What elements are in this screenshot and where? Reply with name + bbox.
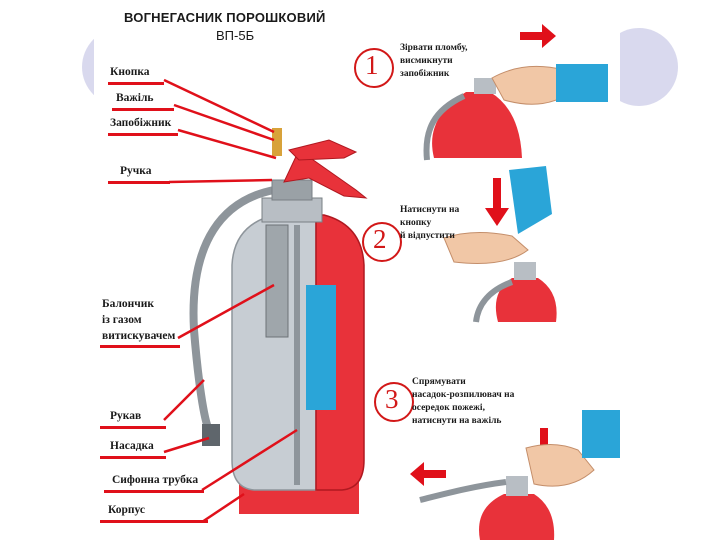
step-2-ring — [362, 222, 402, 262]
neck — [261, 197, 323, 223]
step-1-line: висмикнути — [400, 56, 453, 66]
part-label-lever: Важіль — [116, 92, 154, 104]
step-3-instruction: Спрямувати насадок-розпилювач на осередо… — [412, 376, 514, 428]
label-underline — [100, 456, 166, 459]
label-underline — [100, 345, 180, 348]
hose — [189, 186, 275, 432]
label-underline — [112, 108, 174, 111]
step-2-instruction: Натиснути на кнопку й відпустити — [400, 204, 459, 243]
arrow-left-icon — [410, 462, 446, 486]
step1-extinguisher — [432, 92, 522, 158]
nozzle — [202, 424, 220, 446]
button-shape — [272, 128, 282, 156]
poster-subtitle: ВП-5Б — [216, 28, 255, 43]
step3-sleeve — [582, 410, 620, 458]
step-3-number: 3 — [385, 384, 399, 414]
step-1-line: запобіжник — [400, 69, 450, 79]
fire-extinguisher-poster: ВОГНЕГАСНИК ПОРОШКОВИЙ ВП-5Б Кнопка Важі… — [94, 0, 620, 540]
label-underline — [100, 426, 166, 429]
part-label-hose: Рукав — [110, 410, 142, 422]
part-label-safety-pin: Запобіжник — [110, 117, 172, 129]
step-1-number: 1 — [365, 50, 379, 80]
label-underline — [108, 181, 170, 184]
step2-sleeve — [509, 166, 552, 234]
arrow-down-icon — [485, 178, 509, 226]
label-underline — [108, 82, 164, 85]
arrow-right-icon — [520, 24, 556, 48]
step1-valve — [474, 78, 496, 94]
step-3-ring — [374, 382, 414, 422]
poster-title: ВОГНЕГАСНИК ПОРОШКОВИЙ — [124, 10, 326, 25]
step2-extinguisher — [495, 278, 557, 322]
body-label — [306, 285, 336, 410]
part-label-nozzle: Насадка — [110, 440, 154, 452]
lever-shape — [288, 139, 358, 161]
step-3-line: натиснути на важіль — [412, 416, 502, 426]
body-shell — [315, 214, 365, 491]
siphon-tube-shape — [294, 225, 300, 485]
extinguisher-illustration — [163, 24, 620, 540]
step-1-instruction: Зірвати пломбу, висмикнути запобіжник — [400, 42, 468, 81]
label-underline — [100, 520, 208, 523]
part-label-cartridge-2: із газом — [102, 314, 142, 326]
part-label-cartridge-3: витискувачем — [102, 330, 176, 342]
step-2-line: й відпустити — [400, 231, 455, 241]
step-2-line: кнопку — [400, 218, 432, 228]
step3-extinguisher — [479, 494, 555, 540]
hand-icon — [443, 231, 529, 264]
hand-icon — [525, 444, 595, 487]
label-underline — [108, 133, 178, 136]
step-2-number: 2 — [373, 224, 387, 254]
gas-cartridge — [265, 224, 289, 338]
part-label-handle: Ручка — [120, 165, 152, 177]
step-3-line: насадок-розпилювач на — [412, 390, 515, 400]
label-underline — [104, 490, 204, 493]
part-label-body: Корпус — [108, 504, 146, 516]
valve — [271, 179, 313, 201]
step-2-line: Натиснути на — [400, 205, 460, 215]
part-label-button: Кнопка — [110, 66, 150, 78]
step-3-line: осередок пожежі, — [412, 403, 485, 413]
step-3-line: Спрямувати — [412, 377, 466, 387]
step1-sleeve — [556, 64, 608, 102]
part-label-siphon-tube: Сифонна трубка — [112, 474, 199, 486]
step-1-ring — [354, 48, 394, 88]
step-1-line: Зірвати пломбу, — [400, 43, 468, 53]
part-label-cartridge-1: Балончик — [102, 298, 155, 310]
